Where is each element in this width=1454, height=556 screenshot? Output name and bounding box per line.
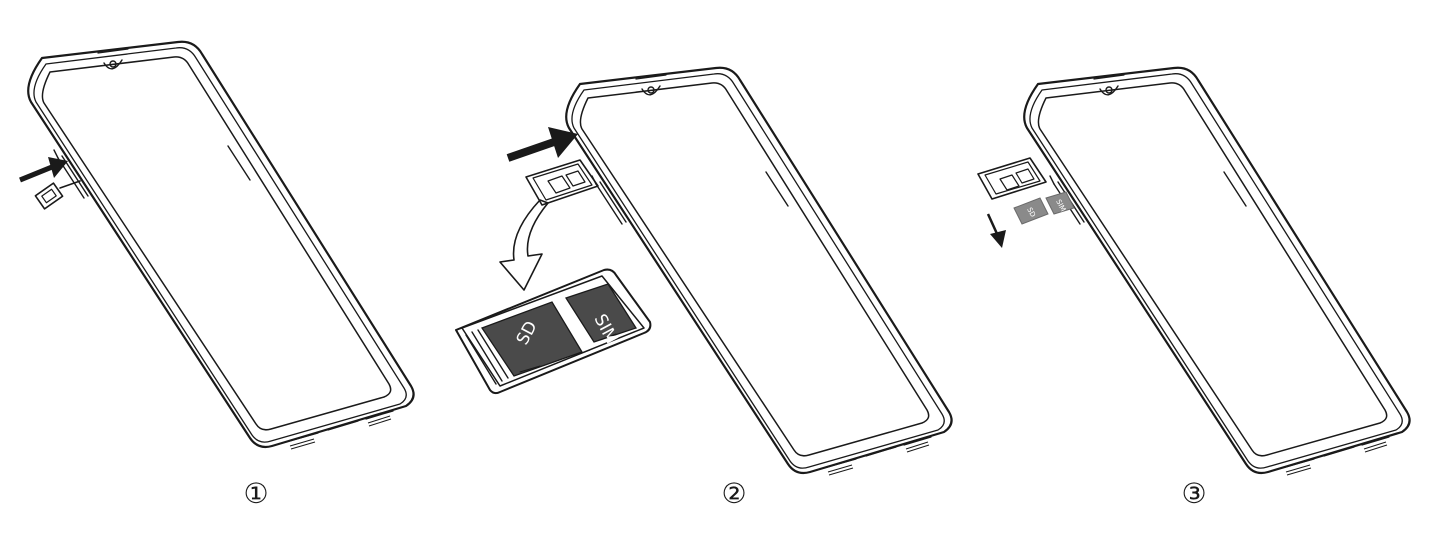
sim-tray-large: SD SIM bbox=[455, 268, 652, 395]
insert-pin-arrow bbox=[19, 157, 68, 183]
sim-tray-step-3 bbox=[977, 157, 1047, 200]
sim-tray-small bbox=[525, 159, 599, 206]
tray-sd-slot bbox=[481, 301, 583, 377]
sd-card: SD bbox=[1013, 197, 1049, 225]
remove-cards-arrow bbox=[986, 213, 1006, 248]
pull-tray-arrow bbox=[506, 127, 578, 162]
zoom-down-arrow bbox=[499, 199, 549, 291]
phone-step-1 bbox=[27, 40, 415, 451]
phone-step-3 bbox=[1023, 66, 1411, 477]
phone-step-2 bbox=[565, 66, 953, 477]
step-number-2: ② bbox=[721, 477, 747, 510]
step-number-1: ① bbox=[243, 477, 269, 510]
sd-card-label: SD bbox=[1025, 206, 1037, 218]
step-number-3: ③ bbox=[1181, 477, 1207, 510]
sim-card: SIM bbox=[1045, 191, 1075, 215]
eject-pin bbox=[34, 180, 81, 210]
tray-sim-slot bbox=[565, 283, 637, 343]
